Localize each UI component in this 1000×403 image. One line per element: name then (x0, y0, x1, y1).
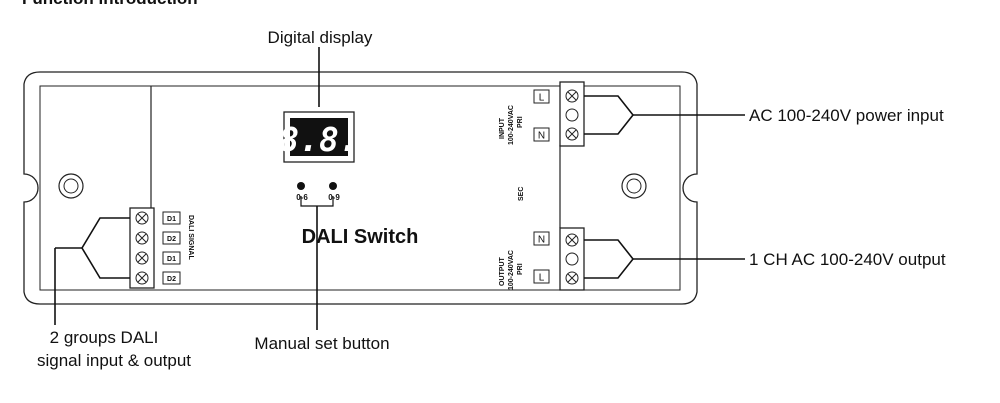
display-digits: 8.8. (279, 120, 358, 159)
leader-lines (54, 47, 745, 330)
input-terminal-block (559, 81, 585, 147)
device-housing (23, 71, 698, 305)
output-label-L: L (539, 273, 545, 284)
callout-power-input: AC 100-240V power input (749, 106, 944, 125)
output-terminal-block (559, 227, 585, 291)
output-label-L-box (533, 269, 550, 284)
output-voltage: 100-240VAC (508, 250, 515, 290)
output-screw-N (565, 233, 579, 247)
input-label-N-box (533, 127, 550, 142)
dali-label-3: D1 (167, 256, 176, 263)
callout-dali-line2: signal input & output (37, 351, 191, 370)
dali-terminal-labels: D1 D2 D1 D2 (162, 211, 181, 285)
output-label-N: N (538, 235, 545, 246)
mounting-hole-left (58, 173, 84, 199)
callout-output: 1 CH AC 100-240V output (749, 250, 946, 269)
callout-dali-line1: 2 groups DALI (50, 328, 159, 347)
dali-label-1: D1 (167, 216, 176, 223)
input-label: INPUT (499, 117, 506, 139)
input-label-L-box (533, 89, 550, 104)
mounting-hole-right (621, 173, 647, 199)
input-screw-mid (565, 108, 579, 122)
dali-label-2: D2 (167, 236, 176, 243)
dali-screw-2 (135, 231, 149, 245)
button-right-label: 0-9 (328, 193, 340, 202)
output-label-N-box (533, 231, 550, 246)
input-label-N: N (538, 131, 545, 142)
input-voltage: 100-240VAC (508, 105, 515, 145)
input-label-L: L (539, 93, 545, 104)
dali-terminal-block (129, 207, 155, 289)
output-screw-mid (565, 252, 579, 266)
header-cut-text: Function introduction (22, 0, 198, 8)
dali-screw-1 (135, 211, 149, 225)
button-left-dot (297, 182, 305, 190)
device-name: DALI Switch (302, 226, 419, 248)
output-label: OUTPUT (499, 257, 506, 287)
dali-label-4: D2 (167, 276, 176, 283)
input-pri: PRI (517, 116, 524, 128)
dali-screw-3 (135, 251, 149, 265)
button-right-dot (329, 182, 337, 190)
button-left-label: 0-6 (296, 193, 308, 202)
manual-buttons: 0-6 0-9 (296, 182, 340, 202)
callout-manual-button: Manual set button (254, 334, 389, 353)
sec-label: SEC (518, 187, 525, 201)
output-pri: PRI (517, 263, 524, 275)
dali-screw-4 (135, 271, 149, 285)
output-screw-L (565, 271, 579, 285)
input-screw-L (565, 89, 579, 103)
dali-signal-label: DALI SIGNAL (187, 215, 194, 260)
input-screw-N (565, 127, 579, 141)
digital-display: 8.8. (279, 111, 359, 163)
callout-digital-display: Digital display (268, 28, 373, 47)
